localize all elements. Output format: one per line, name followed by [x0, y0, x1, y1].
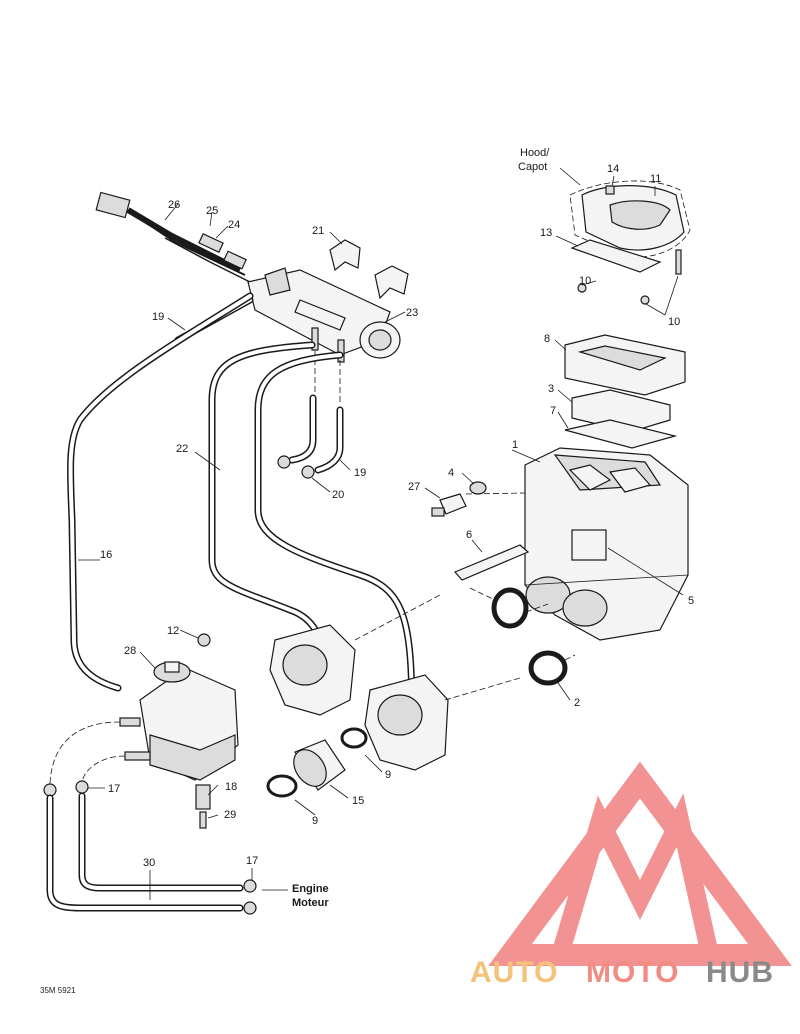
callout-18: 18	[225, 781, 237, 793]
callout-4: 4	[448, 467, 454, 479]
hood-label-fr: Capot	[518, 161, 547, 173]
clips	[329, 231, 409, 300]
callout-5: 5	[688, 595, 694, 607]
callout-1: 1	[512, 439, 518, 451]
callout-22: 22	[176, 443, 188, 455]
callout-26: 26	[168, 199, 180, 211]
callout-numbers: 1 2 3 4 5 6 7 8 9 9 10 10 11 12 13 14 15…	[100, 163, 694, 869]
air-filter-stack	[554, 334, 686, 449]
adaptor-and-clamps	[266, 727, 383, 816]
sensor-and-clip	[424, 472, 530, 581]
watermark-moto: MOTO	[586, 956, 679, 989]
long-hose	[66, 292, 254, 692]
fuel-rail	[247, 267, 406, 363]
callout-10b: 10	[668, 316, 680, 328]
callout-19a: 19	[152, 311, 164, 323]
watermark-logo	[488, 761, 792, 966]
callout-25: 25	[206, 205, 218, 217]
carburetors	[269, 594, 521, 771]
callout-30: 30	[143, 857, 155, 869]
air-silencer-body	[511, 447, 689, 641]
callout-12: 12	[167, 625, 179, 637]
callout-21: 21	[312, 225, 324, 237]
rubber-rings	[469, 587, 576, 701]
watermark-auto: AUTO	[470, 956, 558, 989]
callout-24: 24	[228, 219, 240, 231]
callout-2: 2	[574, 697, 580, 709]
engine-label-fr: Moteur	[292, 897, 329, 909]
callout-16: 16	[100, 549, 112, 561]
callout-14: 14	[607, 163, 619, 175]
watermark-text: AUTO MOTO HUB	[470, 956, 774, 989]
callout-3: 3	[548, 383, 554, 395]
fuel-lines	[43, 721, 288, 915]
callout-29: 29	[224, 809, 236, 821]
callout-17a: 17	[108, 783, 120, 795]
callout-13: 13	[540, 227, 552, 239]
callout-8: 8	[544, 333, 550, 345]
fuel-pump	[119, 629, 239, 781]
callout-17b: 17	[246, 855, 258, 867]
callout-27: 27	[408, 481, 420, 493]
intake-hood-assembly	[555, 167, 691, 316]
wiring-harness	[95, 191, 251, 283]
callout-6: 6	[466, 529, 472, 541]
engine-label-en: Engine	[292, 883, 329, 895]
callout-20: 20	[332, 489, 344, 501]
callout-9a: 9	[385, 769, 391, 781]
callout-7: 7	[550, 405, 556, 417]
callout-9b: 9	[312, 815, 318, 827]
callout-23: 23	[406, 307, 418, 319]
callout-28: 28	[124, 645, 136, 657]
callout-10a: 10	[579, 275, 591, 287]
callout-19b: 19	[354, 467, 366, 479]
callout-11: 11	[650, 173, 661, 185]
callout-15: 15	[352, 795, 364, 807]
watermark-hub: HUB	[706, 956, 774, 989]
figure-code: 35M 5921	[40, 986, 76, 995]
hood-label-en: Hood/	[520, 147, 550, 159]
